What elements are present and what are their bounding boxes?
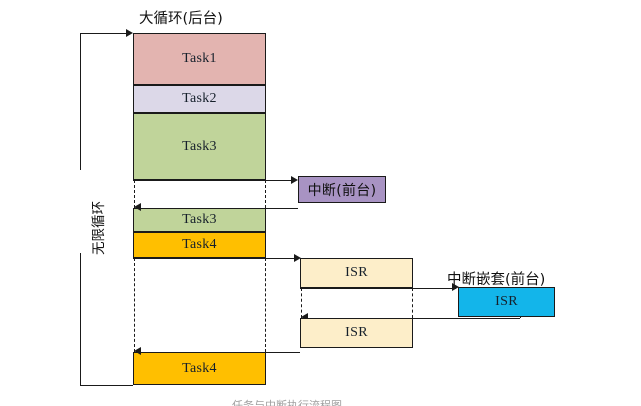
background-loop-title: 大循环(后台): [139, 11, 223, 27]
task-block-task4-resumed: Task4: [133, 352, 266, 385]
arrow-to-nested-isr-head: [452, 283, 459, 292]
loop-left-line-lower: [80, 253, 81, 385]
arrow-to-isr1-head: [294, 253, 301, 262]
task-block-task4: Task4: [133, 232, 266, 258]
loop-top-line: [80, 33, 130, 34]
arrow-from-isr2-line: [136, 351, 300, 353]
isr-box-second: ISR: [300, 318, 413, 348]
arrow-to-isr1-line: [133, 258, 299, 259]
interrupt-box: 中断(前台): [298, 176, 386, 203]
arrow-from-interrupt-line: [136, 207, 298, 209]
suspend-gap1-left-dash: [133, 180, 135, 208]
suspend-gap2-left-dash: [133, 258, 135, 352]
loop-bottom-line: [80, 385, 133, 386]
loop-left-line-upper: [80, 33, 81, 170]
arrow-from-isr2-head: [134, 347, 141, 356]
arrow-from-nested-isr-head: [301, 313, 308, 322]
arrow-to-nested-isr-line: [300, 287, 456, 289]
isr-gap-left-dash: [300, 288, 302, 318]
bottom-caption: 任务与中断执行流程图: [232, 399, 342, 406]
isr-box-nested: ISR: [458, 287, 555, 317]
task-block-task2: Task2: [133, 85, 266, 113]
loop-top-arrowhead: [126, 28, 133, 37]
arrow-to-interrupt-line: [133, 180, 296, 181]
nested-interrupt-title: 中断嵌套(前台): [447, 272, 546, 288]
nested-return-stub: [520, 317, 521, 318]
isr-box-first: ISR: [300, 258, 413, 288]
task-block-task1: Task1: [133, 33, 266, 85]
arrow-from-interrupt-head: [134, 203, 141, 212]
task-block-task3: Task3: [133, 113, 266, 180]
suspend-gap1-right-dash: [265, 180, 266, 208]
suspend-gap2-right-dash: [265, 258, 266, 352]
arrow-to-interrupt-head: [291, 175, 298, 184]
task-block-task3-resumed: Task3: [133, 208, 266, 232]
infinite-loop-label: 无限循环: [91, 201, 107, 255]
isr-gap-right-dash: [412, 288, 413, 318]
